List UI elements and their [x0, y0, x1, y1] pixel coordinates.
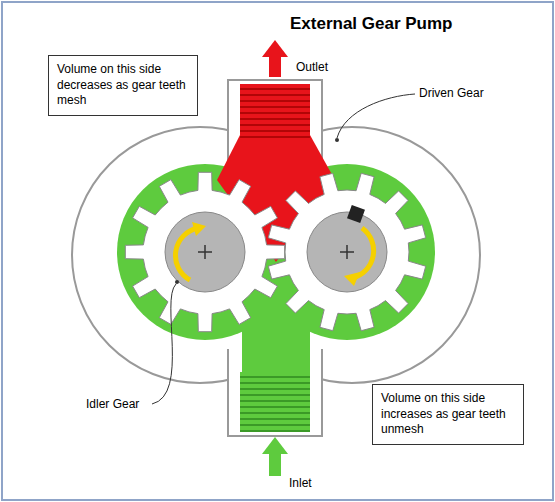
note-box: Volume on this side decreases as gear te… [48, 55, 198, 116]
note-box: Volume on this side increases as gear te… [372, 384, 524, 445]
part-label: Driven Gear [417, 86, 486, 100]
part-label: Inlet [287, 476, 314, 490]
part-label: Idler Gear [84, 397, 141, 411]
note-text: Volume on this side increases as gear te… [381, 391, 515, 438]
part-label: Outlet [294, 60, 330, 74]
title: External Gear Pump [290, 14, 453, 34]
note-text: Volume on this side decreases as gear te… [57, 62, 189, 109]
